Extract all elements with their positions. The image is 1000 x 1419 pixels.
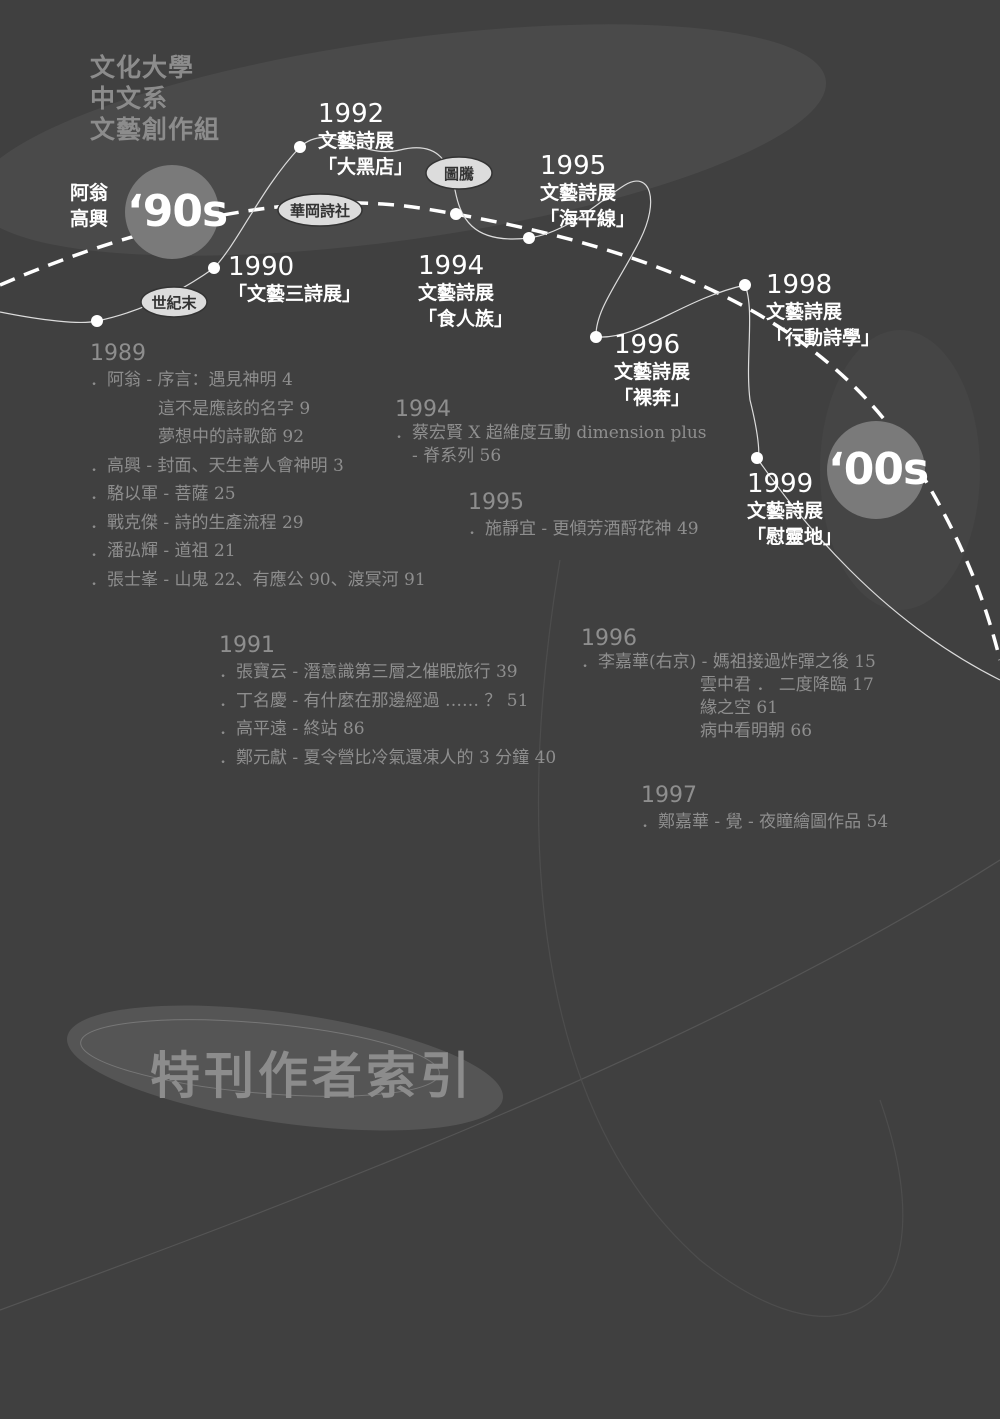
side-name: 高興: [70, 208, 109, 230]
event-line: 文藝詩展: [418, 282, 495, 304]
index-entry: ．張士峯 - 山鬼 22、有應公 90、渡冥河 91: [90, 569, 426, 590]
event-year: 1995: [540, 151, 607, 181]
decade-00s-circle: [827, 421, 925, 519]
index-entry: ．鄭嘉華 - 覺 - 夜瞳繪圖作品 54: [641, 812, 889, 832]
event-year: 1999: [747, 469, 814, 499]
index-year: 1994: [395, 397, 451, 422]
index-entry: ．潘弘輝 - 道祖 21: [90, 541, 236, 561]
header-line: 文藝創作組: [90, 115, 221, 144]
side-names: 阿翁 高興: [70, 180, 108, 232]
index-1995: 1995 ．施靜宜 - 更傾芳酒酹花神 49: [468, 491, 699, 544]
index-entry: ．駱以軍 - 菩薩 25: [90, 484, 236, 504]
timeline-thin-line: [0, 136, 1000, 681]
event-year: 1994: [418, 251, 485, 281]
index-entry: - 脊系列 56: [395, 446, 502, 466]
timeline-dashed-line: [0, 201, 1000, 661]
index-entry: ．戰克傑 - 詩的生產流程 29: [90, 512, 304, 533]
event-line: 文藝詩展: [614, 361, 691, 383]
index-entry: ．丁名慶 - 有什麼在那邊經過 …… ？ 51: [219, 690, 529, 711]
event-line: 「裸奔」: [614, 387, 691, 409]
pill-century-end-shape: [140, 286, 208, 318]
index-entry: ．蔡宏賢 X 超維度互動 dimension plus: [395, 423, 707, 443]
index-entry: ．李嘉華(右京) - 媽祖接過炸彈之後 15: [581, 652, 876, 672]
side-name: 阿翁: [70, 182, 109, 204]
event-line: 文藝詩展: [766, 301, 843, 323]
header-line: 文化大學: [90, 53, 195, 82]
event-year: 1998: [766, 270, 833, 300]
pill-totem: 圖騰: [443, 165, 474, 183]
event-1998: 1998 文藝詩展 「行動詩學」: [766, 271, 880, 351]
index-entry: ．高興 - 封面、天生善人會神明 3: [90, 455, 344, 476]
event-line: 「文藝三詩展」: [228, 283, 362, 305]
event-1996: 1996 文藝詩展 「裸奔」: [614, 331, 690, 411]
event-year: 1996: [614, 330, 681, 360]
event-line: 「海平線」: [540, 208, 636, 230]
page-title: 特刊作者索引: [150, 1047, 474, 1105]
index-entry: 夢想中的詩歌節 92: [90, 427, 305, 447]
index-entry: ．鄭元獻 - 夏令營比冷氣還凍人的 3 分鐘 40: [219, 747, 557, 768]
pill-century-end: 世紀末: [151, 294, 197, 312]
event-year: 1990: [228, 252, 295, 282]
index-1997: 1997 ．鄭嘉華 - 覺 - 夜瞳繪圖作品 54: [641, 784, 888, 837]
event-1990: 1990 「文藝三詩展」: [228, 253, 361, 307]
index-entry: ．阿翁 - 序言：遇見神明 4: [90, 370, 293, 390]
index-entry: 雲中君 ． 二度降臨 17: [581, 675, 874, 695]
pill-huagang: 華岡詩社: [289, 202, 350, 220]
index-entry: 病中看明朝 66: [581, 721, 813, 741]
index-entry: ．張寶云 - 潛意識第三層之催眠旅行 39: [219, 662, 518, 682]
index-entry: 緣之空 61: [581, 698, 779, 718]
index-1991: 1991 ．張寶云 - 潛意識第三層之催眠旅行 39 ．丁名慶 - 有什麼在那邊…: [219, 634, 556, 772]
index-entry: ．施靜宜 - 更傾芳酒酹花神 49: [468, 519, 699, 539]
event-1995: 1995 文藝詩展 「海平線」: [540, 152, 635, 232]
event-1999: 1999 文藝詩展 「慰靈地」: [747, 470, 842, 550]
index-entry: ．高平遠 - 終站 86: [219, 719, 365, 739]
event-line: 「食人族」: [418, 308, 514, 330]
event-line: 文藝詩展: [747, 500, 824, 522]
index-year: 1997: [641, 783, 697, 808]
pill-huagang-shape: [277, 193, 363, 227]
pill-totem-shape: [425, 156, 493, 190]
decade-00s-label: ‘00s: [828, 444, 929, 495]
index-year: 1989: [90, 341, 146, 366]
department-header: 文化大學 中文系 文藝創作組: [90, 52, 220, 145]
index-year: 1991: [219, 633, 275, 658]
index-1996: 1996 ．李嘉華(右京) - 媽祖接過炸彈之後 15 雲中君 ． 二度降臨 1…: [581, 627, 876, 743]
index-year: 1995: [468, 490, 524, 515]
event-line: 文藝詩展: [540, 182, 617, 204]
index-1989: 1989 ．阿翁 - 序言：遇見神明 4 這不是應該的名字 9 夢想中的詩歌節 …: [90, 342, 426, 594]
event-line: 「行動詩學」: [766, 327, 881, 349]
index-1994: 1994 ．蔡宏賢 X 超維度互動 dimension plus - 脊系列 5…: [395, 398, 707, 468]
decade-90s-circle: [125, 165, 219, 259]
event-year: 1992: [318, 99, 385, 129]
header-line: 中文系: [90, 84, 169, 113]
event-1994: 1994 文藝詩展 「食人族」: [418, 252, 513, 332]
event-line: 「大黑店」: [318, 156, 414, 178]
event-line: 文藝詩展: [318, 130, 395, 152]
decade-90s-label: ‘90s: [127, 186, 228, 237]
event-1992: 1992 文藝詩展 「大黑店」: [318, 100, 413, 180]
index-entry: 這不是應該的名字 9: [90, 398, 311, 419]
event-line: 「慰靈地」: [747, 526, 843, 548]
index-year: 1996: [581, 626, 637, 651]
